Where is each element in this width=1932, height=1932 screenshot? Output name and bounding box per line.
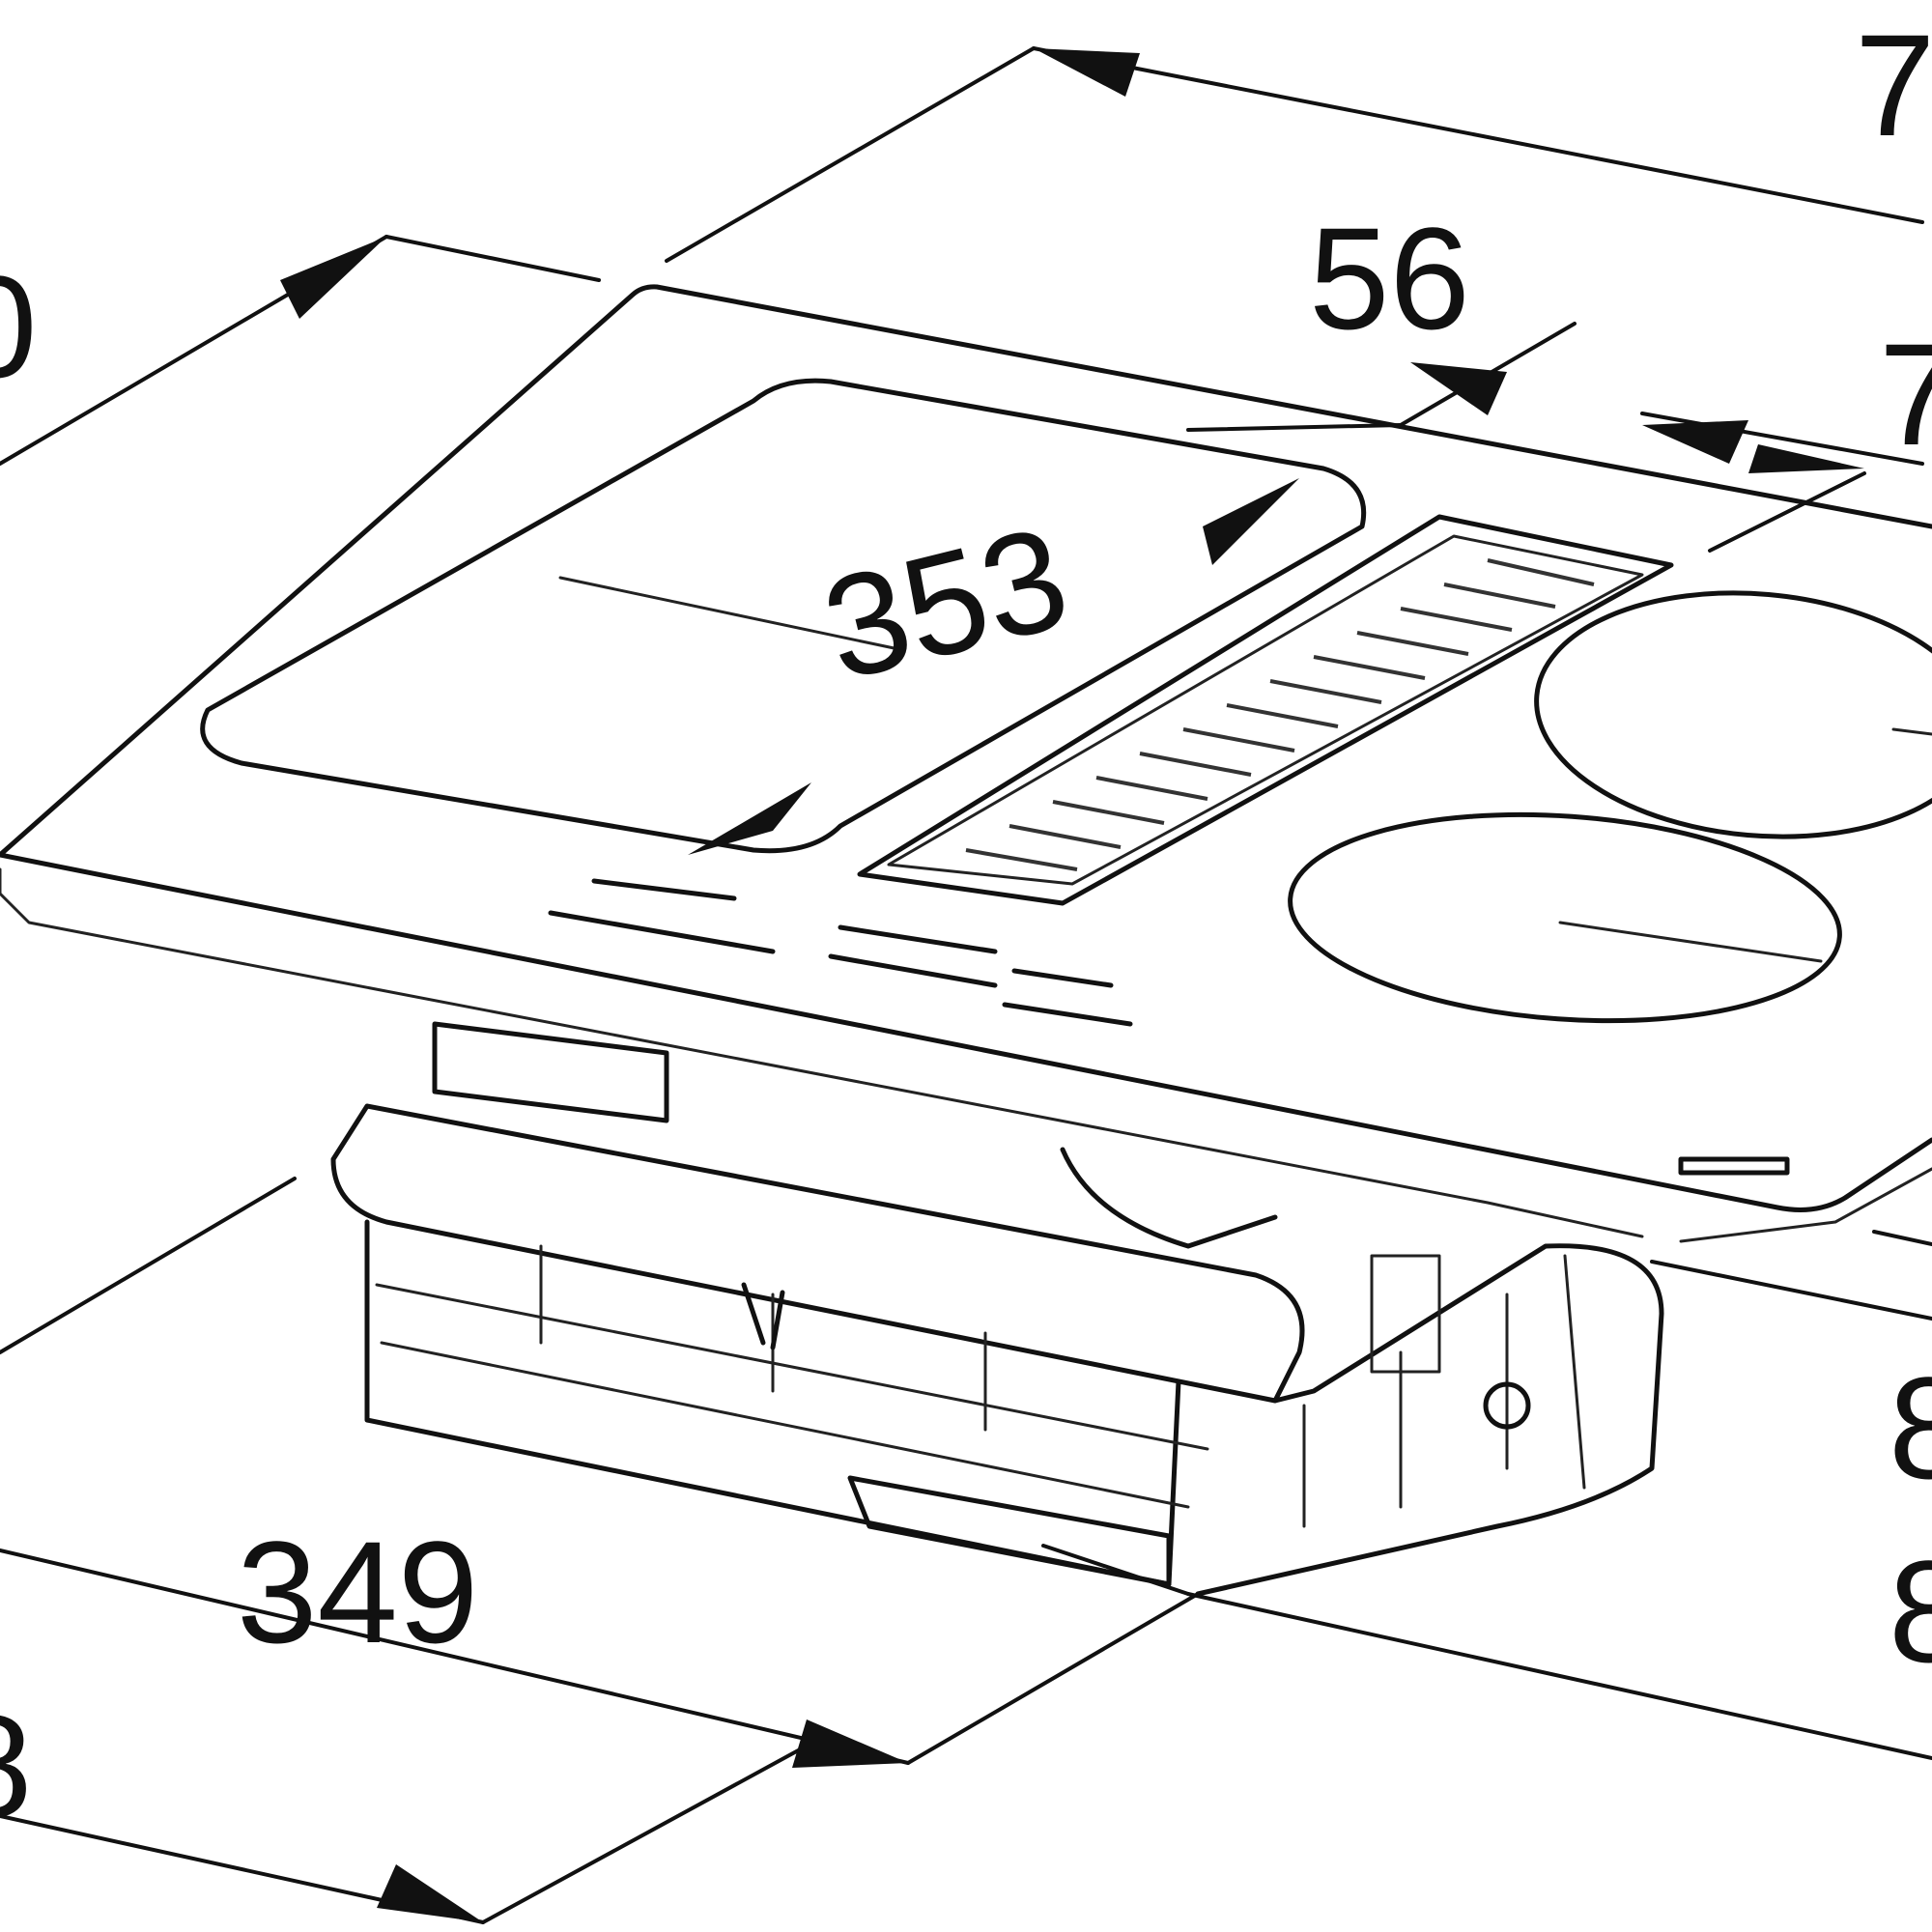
extension-lines <box>0 46 1932 1924</box>
dim-label-right-upper: 7 <box>1879 313 1932 475</box>
arrow-top-left <box>1034 48 1140 97</box>
right-front-zone <box>1288 811 1842 1024</box>
dim-label-gap: 56 <box>1309 197 1470 359</box>
vent-grill <box>965 558 1595 871</box>
motor-housing <box>330 1021 1664 1597</box>
glass-outline <box>0 284 1932 858</box>
cooktop-top <box>0 284 1932 1243</box>
dim-label-349: 349 <box>237 1511 478 1673</box>
arrow-right-a <box>1642 420 1748 464</box>
dim-label-left-bottom: 8 <box>0 1685 32 1847</box>
arrow-353-top <box>1203 478 1299 565</box>
dimension-arrows <box>280 48 1864 1922</box>
arrow-349-bottom <box>377 1864 483 1922</box>
dim-label-right-lower: 8 <box>1889 1347 1932 1509</box>
arrow-353-bottom <box>688 782 811 855</box>
dim-label-right-lower-2: 8 <box>1889 1530 1932 1692</box>
right-rear-zone <box>1534 590 1932 839</box>
arrow-right-b <box>1748 444 1864 473</box>
arrow-gap <box>1410 362 1507 415</box>
dim-label-top-right: 7 <box>1855 4 1932 166</box>
arrow-349-right <box>792 1719 908 1768</box>
extraction-vent <box>857 514 1674 906</box>
dim-label-353: 353 <box>809 495 1082 711</box>
arrow-left-top <box>280 237 386 319</box>
fan-motor <box>1195 1243 1664 1597</box>
dim-label-left-top: 0 <box>0 245 37 408</box>
control-panel <box>548 878 1133 1027</box>
left-flex-zone <box>200 378 1367 854</box>
